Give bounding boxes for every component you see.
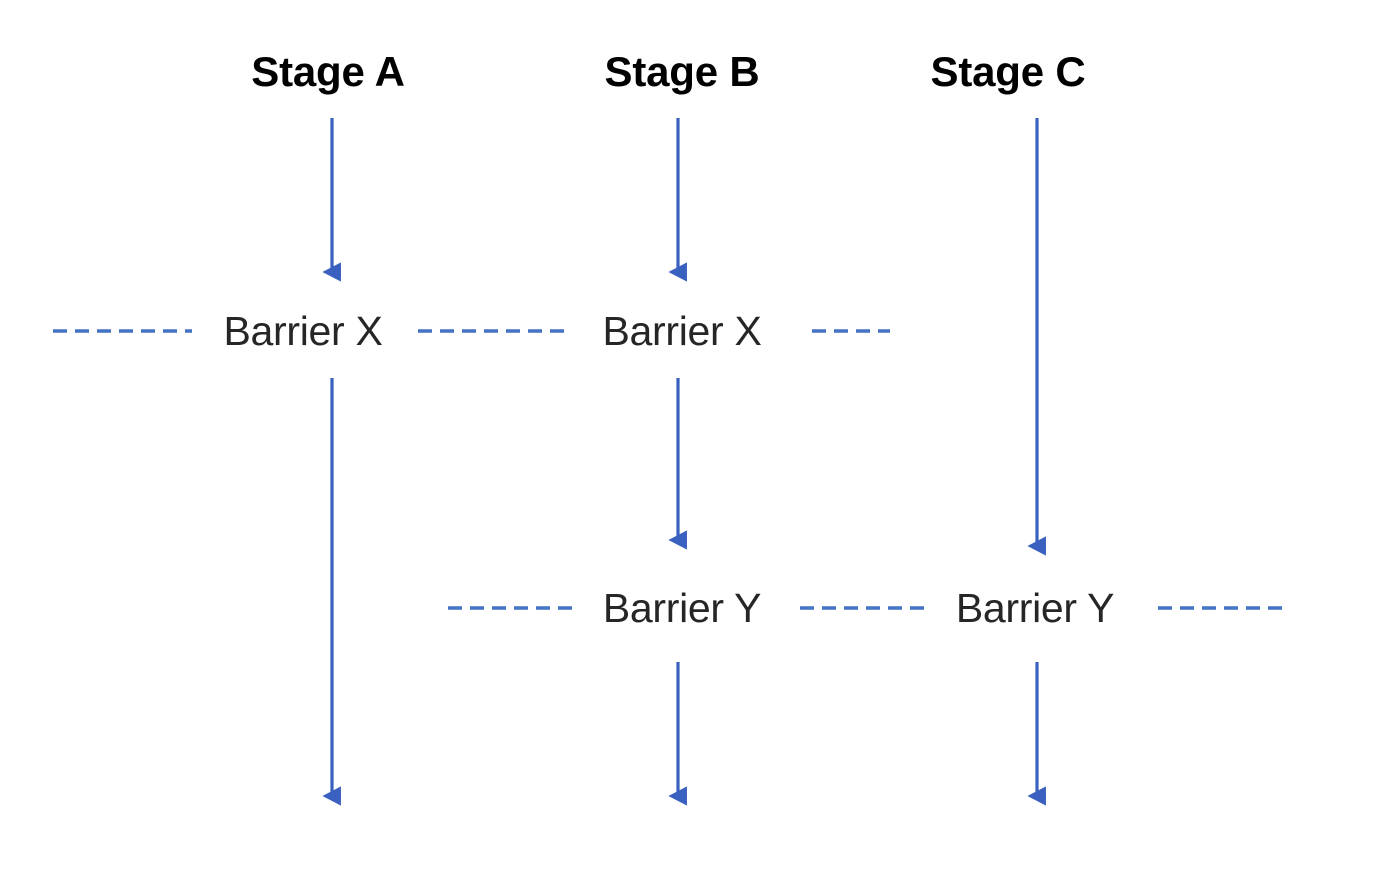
barrier-label-barrier-x-a: Barrier X — [223, 308, 383, 354]
stage-title-stage-b: Stage B — [604, 48, 760, 95]
dashed-links-group — [53, 329, 1283, 610]
barrier-label-barrier-y-c: Barrier Y — [955, 585, 1115, 631]
stage-title-stage-a: Stage A — [251, 48, 405, 95]
barrier-label-barrier-x-b: Barrier X — [602, 308, 762, 354]
arrows-group — [322, 118, 1046, 806]
stage-title-stage-c: Stage C — [930, 48, 1086, 95]
barrier-label-barrier-y-b: Barrier Y — [602, 585, 762, 631]
